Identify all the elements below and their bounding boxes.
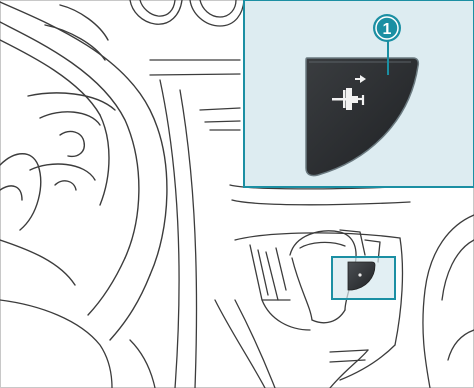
callout-number: 1 [383,21,392,38]
